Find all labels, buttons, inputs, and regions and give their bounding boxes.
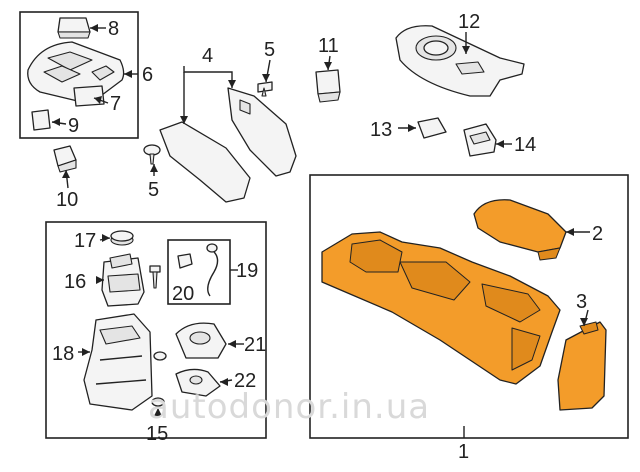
part-4-side-panels xyxy=(159,87,297,203)
part-20-clip xyxy=(177,253,193,269)
callout-19: 19 xyxy=(236,260,258,282)
callout-8: 8 xyxy=(108,18,119,40)
group-box-shifter xyxy=(45,221,267,439)
part-5-screw-upper xyxy=(257,81,273,97)
group-box-cable xyxy=(167,239,231,305)
part-22-cover xyxy=(175,368,221,397)
group-box-shift-cover xyxy=(19,11,139,139)
part-18-bracket-frame xyxy=(83,313,153,411)
callout-4: 4 xyxy=(202,45,213,67)
callout-17: 17 xyxy=(74,230,96,252)
callout-14: 14 xyxy=(514,134,536,156)
part-3-side-trim xyxy=(557,321,607,411)
callout-13: 13 xyxy=(370,119,392,141)
part-12-trim-plate xyxy=(395,25,525,97)
part-9-clip xyxy=(31,109,51,131)
callout-15: 15 xyxy=(146,423,168,445)
callout-9: 9 xyxy=(68,115,79,137)
callout-3: 3 xyxy=(576,291,587,313)
callout-12: 12 xyxy=(458,11,480,33)
part-21-cover xyxy=(175,322,227,359)
nut-icon xyxy=(153,351,167,361)
callout-6: 6 xyxy=(142,64,153,86)
part-5-screw-lower xyxy=(143,144,161,165)
callout-22: 22 xyxy=(234,370,256,392)
callout-7: 7 xyxy=(110,93,121,115)
group-box-console xyxy=(309,174,629,439)
callout-5-upper: 5 xyxy=(264,39,275,61)
callout-numbers: 8 6 7 9 10 4 5 5 11 12 13 14 17 16 18 19… xyxy=(52,11,603,463)
callout-10: 10 xyxy=(56,189,78,211)
callout-5-lower: 5 xyxy=(148,179,159,201)
part-11-switch xyxy=(315,69,341,103)
part-8-cap xyxy=(57,17,91,39)
part-15-nut xyxy=(151,397,165,407)
part-14-switch xyxy=(463,123,497,157)
callout-18: 18 xyxy=(52,343,74,365)
part-17-cap xyxy=(110,230,134,246)
callout-11: 11 xyxy=(318,35,339,57)
callout-16: 16 xyxy=(64,271,86,293)
callout-2: 2 xyxy=(592,223,603,245)
callout-20: 20 xyxy=(172,283,194,305)
watermark-text: autodonor.in.ua xyxy=(148,387,430,427)
callout-21: 21 xyxy=(244,334,266,356)
part-2-armrest-lid xyxy=(473,199,567,261)
bolt-icon xyxy=(149,265,161,289)
callout-1: 1 xyxy=(458,441,469,463)
part-7-boot xyxy=(73,85,105,107)
part-16-shifter-unit xyxy=(101,253,145,307)
part-10-bracket xyxy=(53,145,77,173)
part-1-console-body xyxy=(321,231,561,385)
part-13-sensor xyxy=(417,117,447,139)
part-19-cable xyxy=(206,243,219,297)
leader-arrowheads xyxy=(52,24,588,416)
